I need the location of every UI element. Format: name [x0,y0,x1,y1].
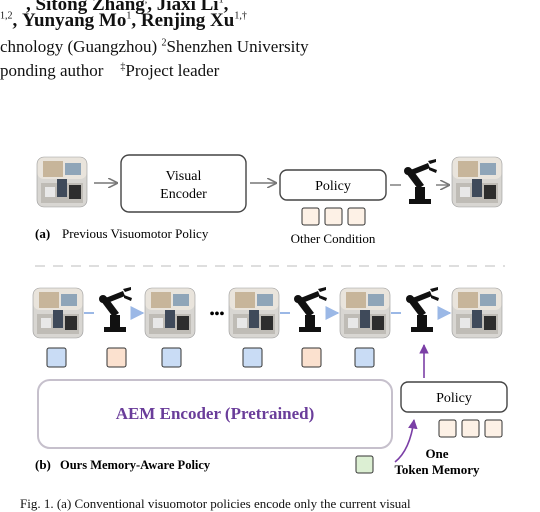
history-frame-image [33,288,83,338]
next-frame-image [452,288,502,338]
caption-b-text: Ours Memory-Aware Policy [60,458,211,472]
ellipsis: ••• [210,307,225,322]
history-frame-image [229,288,279,338]
memory-label-1: One [425,446,448,461]
policy-label-bottom: Policy [436,391,472,406]
robot-arm-icon [404,159,437,204]
visual-encoder-label-1: Visual [166,169,202,184]
condition-token [325,208,342,225]
current-frame-image [340,288,390,338]
action-token [302,348,321,367]
condition-token [462,420,479,437]
policy-label-top: Policy [315,179,351,194]
robot-arm-icon [406,287,439,332]
action-token [107,348,126,367]
condition-token [348,208,365,225]
input-frame-image [37,157,87,207]
frame-token [162,348,181,367]
caption-b-tag: (b) [35,457,51,472]
visual-encoder-label-2: Encoder [160,187,207,202]
history-frame-image [145,288,195,338]
condition-token [302,208,319,225]
memory-token [356,456,373,473]
aem-encoder-label: AEM Encoder (Pretrained) [116,404,315,423]
caption-a-tag: (a) [35,226,50,241]
caption-a-text: Previous Visuomotor Policy [62,226,209,241]
robot-arm-icon [99,287,132,332]
robot-arm-icon [294,287,327,332]
memory-arrow [395,420,414,462]
output-frame-image [452,157,502,207]
memory-label-2: Token Memory [394,462,480,477]
condition-token [485,420,502,437]
frame-token [47,348,66,367]
frame-token [243,348,262,367]
other-condition-label: Other Condition [291,231,376,246]
frame-token [355,348,374,367]
condition-token [439,420,456,437]
